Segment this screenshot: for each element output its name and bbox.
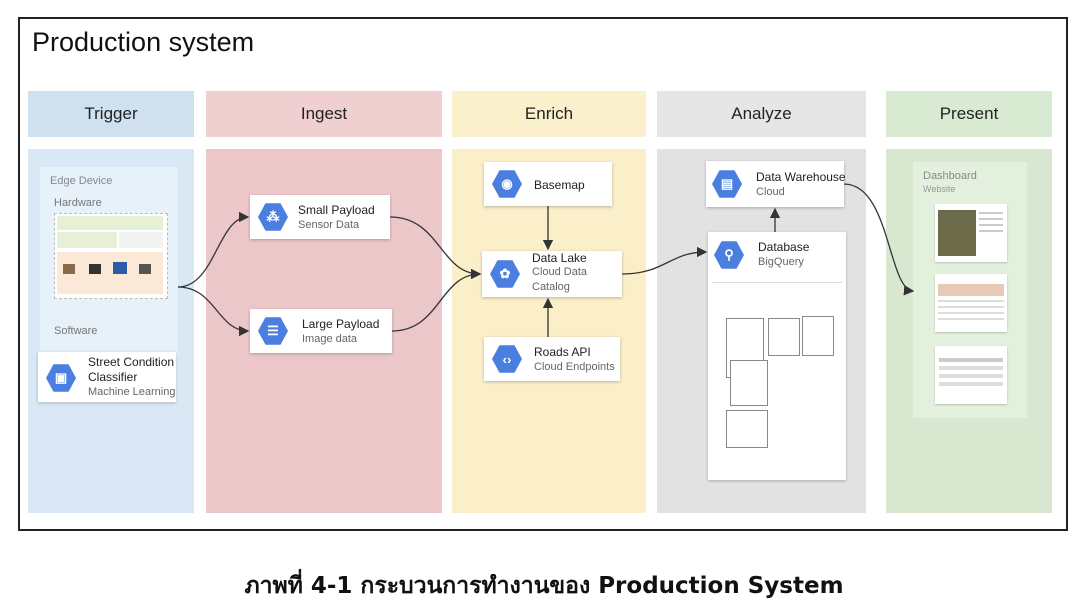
hardware-schematic: [54, 213, 168, 299]
classifier-subtitle: Machine Learning: [88, 386, 176, 398]
warehouse-icon: ▤: [712, 170, 742, 198]
software-label: Software: [54, 325, 98, 337]
stage-header-trigger: Trigger: [28, 91, 194, 137]
small-payload-card[interactable]: ⁂ Small Payload Sensor Data: [250, 195, 390, 239]
arrow-small-to-lake: [389, 216, 482, 280]
small-payload-subtitle: Sensor Data: [298, 219, 360, 231]
dashboard-thumb-map: [935, 204, 1007, 262]
lane-enrich: [452, 149, 646, 513]
database-card[interactable]: ⚲ Database BigQuery: [708, 232, 846, 480]
pubsub-icon: ⁂: [258, 203, 288, 231]
website-label: Website: [923, 184, 956, 194]
database-title: Database: [758, 240, 810, 254]
arrow-large-to-lake: [391, 268, 482, 332]
datalake-subtitle-2: Catalog: [532, 281, 570, 293]
classifier-title: Street Condition: [88, 355, 175, 369]
diagram-frame: Production system Trigger Ingest Enrich …: [18, 17, 1068, 531]
data-warehouse-subtitle: Cloud: [756, 186, 785, 198]
data-warehouse-title: Data Warehouse: [756, 170, 846, 184]
edge-device-label: Edge Device: [50, 175, 113, 187]
hardware-label: Hardware: [54, 197, 102, 209]
stage-header-present: Present: [886, 91, 1052, 137]
arrow-edge-to-small: [177, 211, 250, 288]
data-warehouse-card[interactable]: ▤ Data Warehouse Cloud: [706, 161, 846, 207]
roads-api-card[interactable]: ‹› Roads API Cloud Endpoints: [484, 337, 620, 381]
maps-icon: ◉: [492, 170, 522, 198]
arrow-warehouse-to-dashboard: [843, 183, 915, 296]
small-payload-title: Small Payload: [298, 203, 375, 217]
large-payload-card[interactable]: ☰ Large Payload Image data: [250, 309, 392, 353]
figure-caption: ภาพที่ 4-1 กระบวนการทำงานของ Production …: [244, 573, 844, 599]
diagram-title: Production system: [32, 27, 255, 57]
database-schema-diagram: [708, 232, 846, 480]
classifier-title-2: Classifier: [88, 370, 138, 384]
basemap-title: Basemap: [534, 178, 585, 192]
large-payload-subtitle: Image data: [302, 333, 358, 345]
datalake-title: Data Lake: [532, 251, 587, 265]
datalake-subtitle: Cloud Data: [532, 266, 588, 278]
stage-header-ingest: Ingest: [206, 91, 442, 137]
database-subtitle: BigQuery: [758, 256, 804, 268]
classifier-card[interactable]: ▣ Street Condition Classifier Machine Le…: [38, 352, 176, 402]
dashboard-label: Dashboard: [923, 170, 977, 182]
connector-arrows: [177, 183, 915, 337]
large-payload-title: Large Payload: [302, 317, 380, 331]
dashboard-thumb-table: [935, 346, 1007, 404]
stage-header-analyze: Analyze: [657, 91, 866, 137]
dashboard-panel: Dashboard Website: [913, 162, 1027, 418]
stage-header-enrich: Enrich: [452, 91, 646, 137]
basemap-card[interactable]: ◉ Basemap: [484, 162, 612, 206]
roads-api-subtitle: Cloud Endpoints: [534, 361, 615, 373]
arrow-lake-to-database: [621, 246, 708, 275]
dashboard-thumb-chart: [935, 274, 1007, 332]
arrow-edge-to-large: [177, 286, 250, 337]
roads-api-title: Roads API: [534, 345, 591, 359]
datalake-card[interactable]: ✿ Data Lake Cloud Data Catalog: [482, 251, 622, 297]
